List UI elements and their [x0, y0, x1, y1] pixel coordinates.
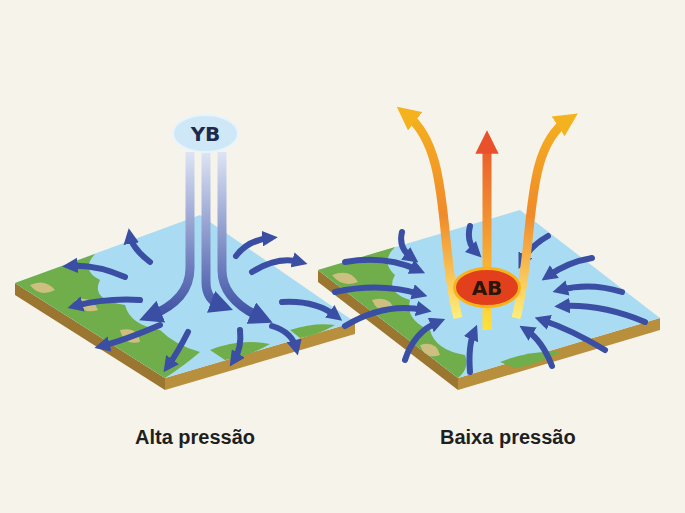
low-pressure-marker: AB [453, 267, 521, 308]
node-label: AB [472, 277, 503, 299]
rising-air [406, 114, 568, 330]
caption-label: Alta pressão [135, 426, 255, 449]
high-pressure-marker: YB [172, 114, 239, 153]
descending-air [150, 152, 262, 318]
left-tile [15, 215, 355, 390]
caption-label: Baixa pressão [440, 426, 576, 449]
node-label: YB [191, 123, 221, 145]
outward-winds [70, 236, 336, 366]
